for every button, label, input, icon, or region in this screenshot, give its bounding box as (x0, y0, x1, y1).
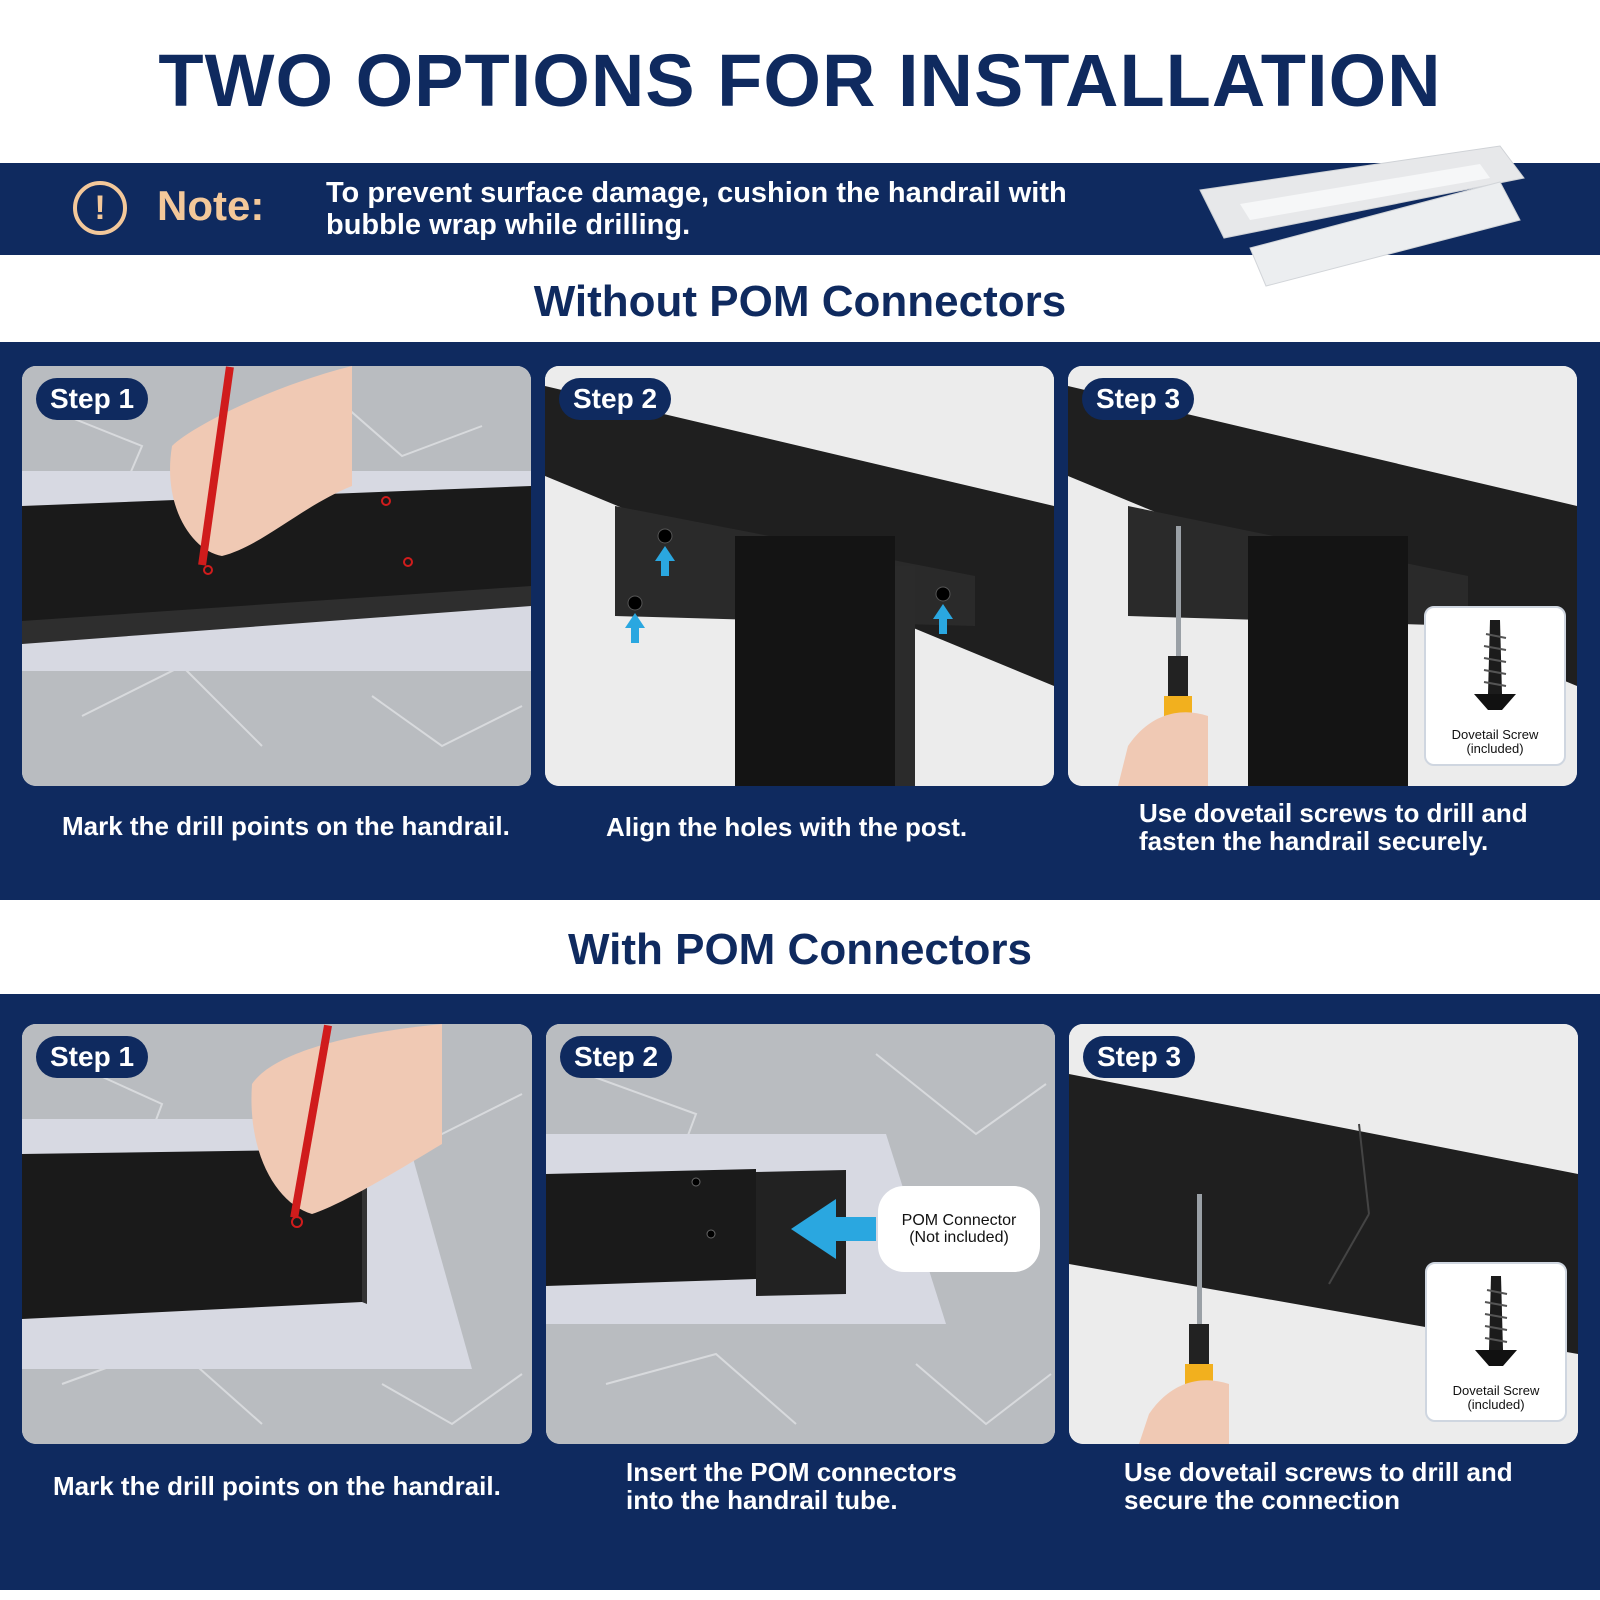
caption-line-2: into the handrail tube. (626, 1485, 898, 1515)
note-text-line-2: bubble wrap while drilling. (326, 209, 691, 241)
step-card-3: Step 3 Dovetail Screw (included) (1069, 1024, 1578, 1444)
pom-connector-callout: POM Connector (Not included) (878, 1186, 1040, 1272)
caption-line-1: Insert the POM connectors (626, 1457, 957, 1487)
step-card-1: Step 1 (22, 1024, 532, 1444)
note-text-line-1: To prevent surface damage, cushion the h… (326, 177, 1067, 209)
note-label: Note: (157, 182, 265, 229)
section-title-with-pom: With POM Connectors (567, 925, 1033, 974)
note-text: To prevent surface damage, cushion the h… (326, 177, 1146, 241)
dovetail-screw-icon (1475, 1276, 1517, 1366)
step-badge: Step 2 (559, 378, 672, 420)
step-caption: Mark the drill points on the handrail. (53, 1472, 533, 1500)
caption-line-1: Mark the drill points on the handrail. (62, 811, 510, 841)
step-card-1: Step 1 (22, 366, 531, 786)
page-title: TWO OPTIONS FOR INSTALLATION (158, 39, 1442, 122)
step-caption: Mark the drill points on the handrail. (62, 812, 532, 840)
screw-label-line-2: (included) (1467, 1397, 1525, 1412)
section-title-without-pom: Without POM Connectors (533, 277, 1067, 326)
pom-label-line-1: POM Connector (901, 1212, 1017, 1229)
caption-line-2: secure the connection (1124, 1485, 1400, 1515)
caption-line-1: Use dovetail screws to drill and (1124, 1457, 1513, 1487)
caption-line-1: Align the holes with the post. (606, 812, 968, 842)
step-badge: Step 3 (1083, 1036, 1196, 1078)
dovetail-screw-callout: Dovetail Screw (included) (1425, 1262, 1567, 1422)
step-badge: Step 2 (560, 1036, 673, 1078)
bubble-wrap-image (1199, 145, 1525, 287)
marking-handrail-image (22, 366, 531, 786)
dovetail-screw-icon (1474, 620, 1516, 710)
step-caption: Use dovetail screws to drill and fasten … (1139, 799, 1579, 855)
step-badge: Step 3 (1082, 378, 1195, 420)
screw-label-line-1: Dovetail Screw (1451, 727, 1539, 742)
step-caption: Use dovetail screws to drill and secure … (1124, 1458, 1574, 1514)
screw-label-line-1: Dovetail Screw (1452, 1383, 1540, 1398)
caption-line-1: Use dovetail screws to drill and (1139, 798, 1528, 828)
section-band-with-pom: Step 1 Step 2 POM Connector (Not include… (0, 994, 1600, 1590)
step-card-2: Step 2 POM Connector (Not included) (546, 1024, 1055, 1444)
step-badge: Step 1 (36, 1036, 149, 1078)
step-badge: Step 1 (36, 378, 149, 420)
section-band-without-pom: Step 1 Step 2 Step (0, 342, 1600, 900)
step-card-2: Step 2 (545, 366, 1054, 786)
step-caption: Align the holes with the post. (606, 813, 1046, 841)
caption-line-2: fasten the handrail securely. (1139, 826, 1489, 856)
exclamation-icon: ! (73, 181, 127, 235)
marking-handrail-image (22, 1024, 532, 1444)
screw-label-line-2: (included) (1466, 741, 1524, 756)
pom-label-line-2: (Not included) (909, 1229, 1009, 1246)
caption-line-1: Mark the drill points on the handrail. (53, 1471, 501, 1501)
step-card-3: Step 3 Dovetail Screw (included) (1068, 366, 1577, 786)
aligning-holes-image (545, 366, 1054, 786)
step-caption: Insert the POM connectors into the handr… (626, 1458, 1046, 1514)
dovetail-screw-callout: Dovetail Screw (included) (1424, 606, 1566, 766)
